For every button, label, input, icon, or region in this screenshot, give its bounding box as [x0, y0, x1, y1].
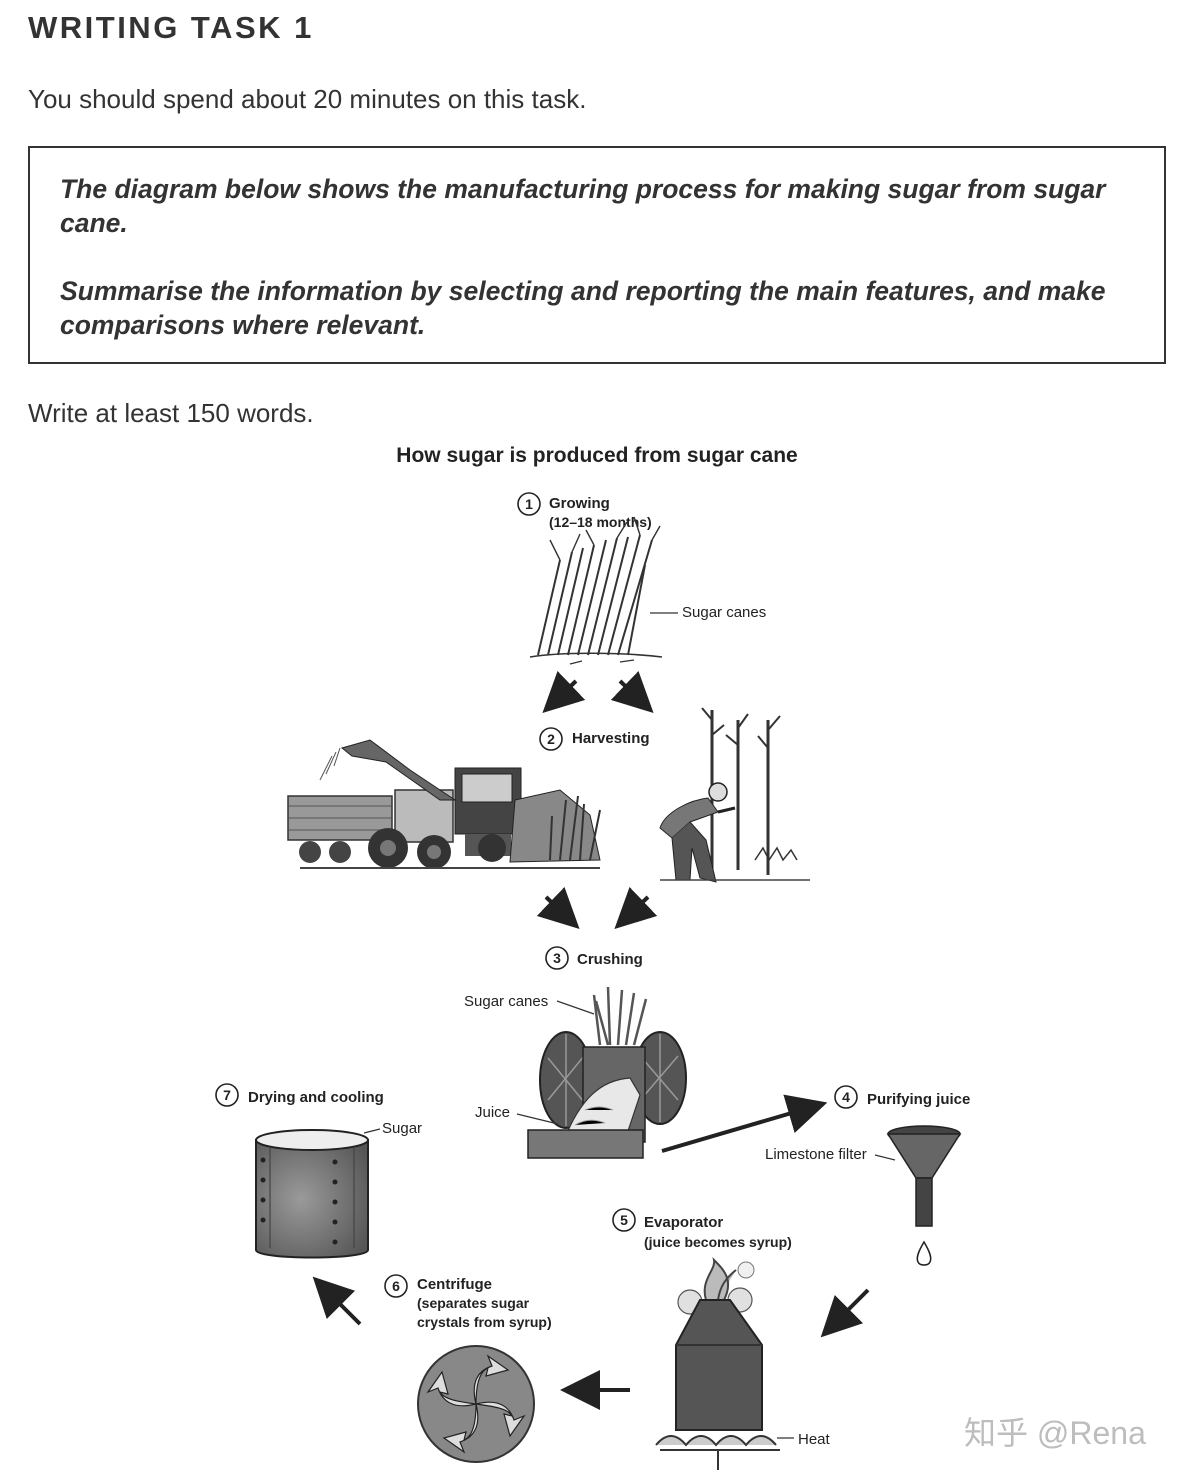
crusher-illustration — [527, 986, 687, 1159]
step-6-label: Centrifuge — [417, 1276, 492, 1293]
arrow-manual-to-crushing — [614, 886, 658, 930]
label-sugar-canes-crushing: Sugar canes — [464, 993, 548, 1010]
label-juice: Juice — [475, 1104, 510, 1121]
step-1-number: 1 — [525, 496, 533, 512]
step-3-label: Crushing — [577, 951, 643, 968]
step-4-purifying-juice: 4 Purifying juice — [834, 1085, 970, 1109]
step-6-detail-line2: crystals from syrup) — [417, 1314, 552, 1330]
step-1-detail: (12–18 months) — [549, 514, 652, 530]
step-6-number-circle — [384, 1274, 408, 1298]
step-2-number: 2 — [547, 731, 555, 747]
step-5-detail: (juice becomes syrup) — [644, 1234, 792, 1250]
time-instruction: You should spend about 20 minutes on thi… — [28, 84, 587, 114]
step-5-evaporator: 5 Evaporator (juice becomes syrup) — [612, 1208, 792, 1250]
label-sugar-canes-growing: Sugar canes — [682, 604, 766, 621]
step-4-label: Purifying juice — [867, 1091, 970, 1108]
step-5-number-circle — [612, 1208, 636, 1232]
step-4-number: 4 — [842, 1089, 850, 1105]
drying-cylinder-illustration — [255, 1129, 369, 1259]
machine-harvester-illustration — [287, 739, 601, 869]
arrow-machine-to-crushing — [536, 886, 580, 930]
prompt-description: The diagram below shows the manufacturin… — [60, 174, 1106, 238]
step-1-number-circle — [517, 492, 541, 516]
step-6-centrifuge: 6 Centrifuge (separates sugar crystals f… — [384, 1274, 552, 1330]
watermark: 知乎 @Rena — [964, 1415, 1146, 1451]
arrow-centrifuge-to-drying — [312, 1276, 362, 1326]
step-3-number-circle — [545, 946, 569, 970]
arrow-purifying-to-evaporator — [820, 1288, 870, 1338]
task-heading: WRITING TASK 1 — [28, 10, 314, 45]
step-6-detail-line1: (separates sugar — [417, 1295, 530, 1311]
arrow-growing-to-manual — [610, 670, 654, 714]
task-prompt-box: The diagram below shows the manufacturin… — [28, 146, 1166, 364]
step-1-label: Growing — [549, 495, 610, 512]
step-5-number: 5 — [620, 1212, 628, 1228]
centrifuge-illustration — [417, 1345, 535, 1463]
step-2-harvesting: 2 Harvesting — [539, 727, 650, 751]
step-2-label: Harvesting — [572, 730, 650, 747]
arrow-crushing-to-purifying — [661, 1094, 828, 1153]
step-6-number: 6 — [392, 1278, 400, 1294]
step-7-drying-and-cooling: 7 Drying and cooling — [215, 1083, 384, 1107]
step-3-number: 3 — [553, 950, 561, 966]
step-7-label: Drying and cooling — [248, 1089, 384, 1106]
step-1-growing: 1 Growing (12–18 months) — [517, 492, 652, 530]
label-limestone-filter: Limestone filter — [765, 1146, 867, 1163]
label-sugar: Sugar — [382, 1120, 422, 1137]
arrow-growing-to-machine — [542, 670, 586, 714]
diagram-title: How sugar is produced from sugar cane — [396, 444, 798, 467]
step-4-number-circle — [834, 1085, 858, 1109]
sugar-cane-field-illustration — [529, 516, 663, 665]
limestone-filter-funnel-illustration — [886, 1125, 962, 1266]
step-7-number: 7 — [223, 1087, 231, 1103]
evaporator-illustration — [655, 1256, 780, 1470]
step-2-number-circle — [539, 727, 563, 751]
step-7-number-circle — [215, 1083, 239, 1107]
manual-harvesting-illustration — [659, 707, 810, 883]
prompt-instruction: Summarise the information by selecting a… — [60, 276, 1106, 340]
step-5-label: Evaporator — [644, 1214, 723, 1231]
word-limit: Write at least 150 words. — [28, 398, 314, 428]
step-3-crushing: 3 Crushing — [545, 946, 643, 970]
label-heat: Heat — [798, 1431, 831, 1448]
